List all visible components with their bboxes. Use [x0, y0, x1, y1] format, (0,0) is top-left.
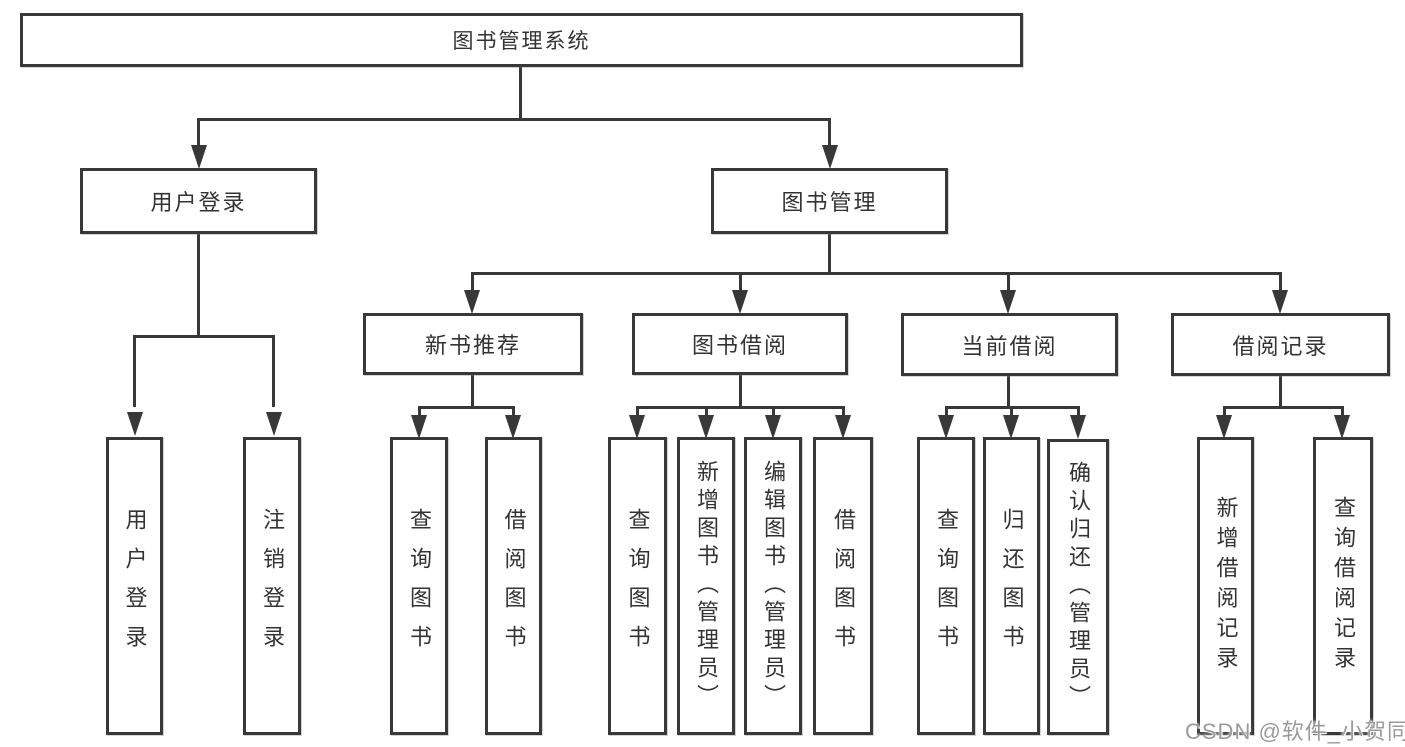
connector-recommend-arrow	[464, 290, 480, 314]
connector-borrow-shaft	[739, 272, 742, 292]
connector-groupD-stem	[1279, 376, 1282, 409]
connector-groupA-child2-arrow	[505, 415, 521, 439]
connector-branch-level3	[471, 272, 1282, 275]
connector-records-shaft	[1279, 272, 1282, 292]
connector-groupC-child3-arrow	[1070, 415, 1086, 439]
connector-groupB-child4-shaft	[842, 406, 845, 416]
connector-records-arrow	[1272, 290, 1288, 314]
connector-groupB-branch	[636, 406, 844, 409]
connector-book-mgmt-arrow	[822, 145, 838, 169]
node-borrow-borrow-books: 借阅图书	[813, 437, 873, 735]
connector-groupD-child2-arrow	[1334, 415, 1350, 439]
connector-groupA-child2-shaft	[512, 406, 515, 416]
connector-groupB-child2-arrow	[698, 415, 714, 439]
connector-groupB-child2-shaft	[705, 406, 708, 416]
node-recommend-query-books: 查询图书	[390, 437, 448, 735]
node-recommend-borrow-books: 借阅图书	[485, 437, 542, 735]
connector-groupD-child1-arrow	[1216, 415, 1232, 439]
connector-groupB-child1-arrow	[629, 415, 645, 439]
node-borrow-add-books-admin: 新增图书（管理员）	[677, 437, 735, 735]
node-records-query-record: 查询借阅记录	[1313, 437, 1373, 735]
node-book-borrow: 图书借阅	[632, 313, 848, 375]
connector-user-login-arrow	[191, 145, 207, 169]
connector-login-shaft	[133, 335, 136, 407]
connector-groupB-child3-shaft	[772, 406, 775, 416]
node-login: 用户登录	[106, 437, 163, 735]
node-current-borrow: 当前借阅	[901, 313, 1118, 376]
connector-groupB-child1-shaft	[636, 406, 639, 416]
node-borrow-records: 借阅记录	[1171, 313, 1390, 376]
connector-groupA-child1-arrow	[411, 415, 427, 439]
connector-groupC-stem	[1007, 376, 1010, 409]
node-records-add-record: 新增借阅记录	[1197, 437, 1254, 735]
connector-current-shaft	[1007, 272, 1010, 292]
connector-groupB-stem	[739, 373, 742, 409]
connector-groupB-child4-arrow	[835, 415, 851, 439]
connector-branch-level1	[197, 118, 831, 121]
connector-user-login-shaft	[197, 118, 200, 146]
connector-book-mgmt-shaft	[828, 118, 831, 146]
connector-login-arrow	[127, 412, 143, 436]
node-borrow-query-books: 查询图书	[608, 437, 667, 735]
connector-groupD-branch	[1223, 406, 1344, 409]
connector-groupD-child1-shaft	[1223, 406, 1226, 416]
node-root: 图书管理系统	[20, 13, 1023, 67]
connector-groupB-child3-arrow	[765, 415, 781, 439]
connector-current-arrow	[1000, 290, 1016, 314]
connector-logout-arrow	[266, 412, 282, 436]
connector-groupC-child1-arrow	[938, 415, 954, 439]
node-user-login: 用户登录	[80, 168, 317, 234]
connector-recommend-shaft	[471, 272, 474, 292]
connector-groupA-branch	[418, 406, 515, 409]
connector-logout-shaft	[272, 335, 275, 407]
connector-groupD-child2-shaft	[1341, 406, 1344, 416]
connector-groupA-stem	[471, 373, 474, 409]
connector-borrow-arrow	[732, 290, 748, 314]
node-book-management: 图书管理	[711, 168, 948, 234]
node-current-confirm-return-admin: 确认归还（管理员）	[1047, 439, 1109, 735]
connector-groupC-child3-shaft	[1077, 406, 1080, 416]
connector-groupC-child2-arrow	[1003, 415, 1019, 439]
node-current-return-books: 归还图书	[983, 437, 1040, 735]
node-new-book-recommend: 新书推荐	[363, 313, 583, 375]
node-borrow-edit-books-admin: 编辑图书（管理员）	[744, 437, 802, 735]
csdn-watermark: CSDN @软件_小贺同学	[1185, 719, 1405, 744]
connector-groupC-child1-shaft	[945, 406, 948, 416]
connector-user-login-stem	[197, 232, 200, 338]
node-logout: 注销登录	[243, 437, 301, 735]
connector-groupC-child2-shaft	[1010, 406, 1013, 416]
node-current-query-books: 查询图书	[917, 437, 975, 735]
connector-groupA-child1-shaft	[418, 406, 421, 416]
connector-branch-user-login	[133, 335, 275, 338]
connector-book-mgmt-stem	[828, 232, 831, 274]
connector-root-stem	[519, 66, 522, 121]
